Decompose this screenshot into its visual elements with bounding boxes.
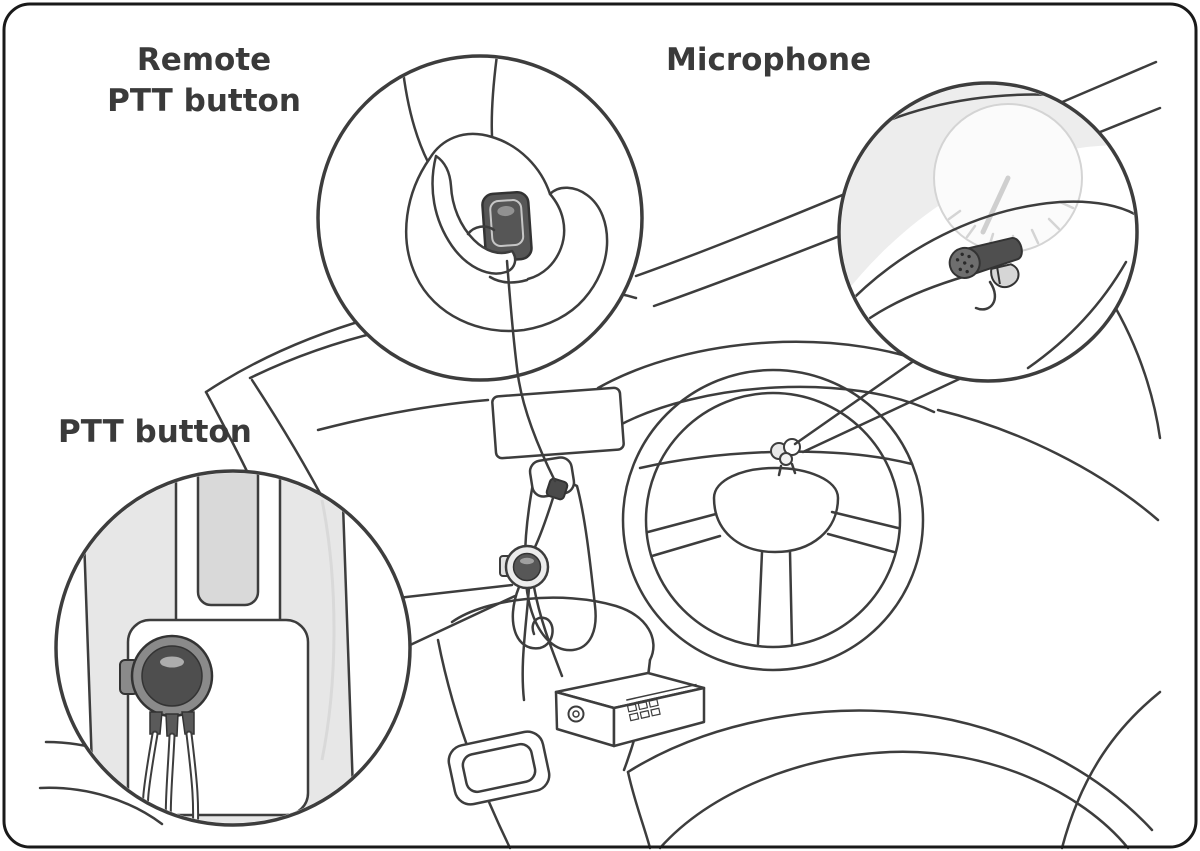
microphone-device — [868, 237, 1023, 320]
cup-holder — [447, 730, 551, 806]
ptt-button-scene — [499, 544, 564, 702]
microphone-callout — [837, 81, 1139, 383]
dashboard-display-screen — [491, 386, 625, 460]
car-stereo — [554, 671, 706, 748]
ptt-button-callout — [54, 469, 412, 827]
seat — [626, 690, 1162, 850]
label-remote-line2: PTT button — [107, 83, 301, 119]
gear-shifter — [436, 456, 655, 850]
steering-wheel — [621, 368, 925, 672]
mic-grille-dots — [955, 252, 974, 274]
remote-ptt-cable — [505, 259, 557, 483]
thumb — [431, 154, 517, 275]
label-remote-line1: Remote — [136, 42, 272, 78]
label-microphone: Microphone — [666, 42, 872, 78]
speedometer-gauge — [933, 103, 1083, 253]
ptt-button-device — [119, 634, 214, 823]
remote-ptt-button-callout — [316, 54, 644, 382]
ptt-cables — [141, 730, 200, 823]
label-ptt-button: PTT button — [58, 414, 252, 450]
label-remote-ptt-button: Remote PTT button — [58, 40, 350, 122]
